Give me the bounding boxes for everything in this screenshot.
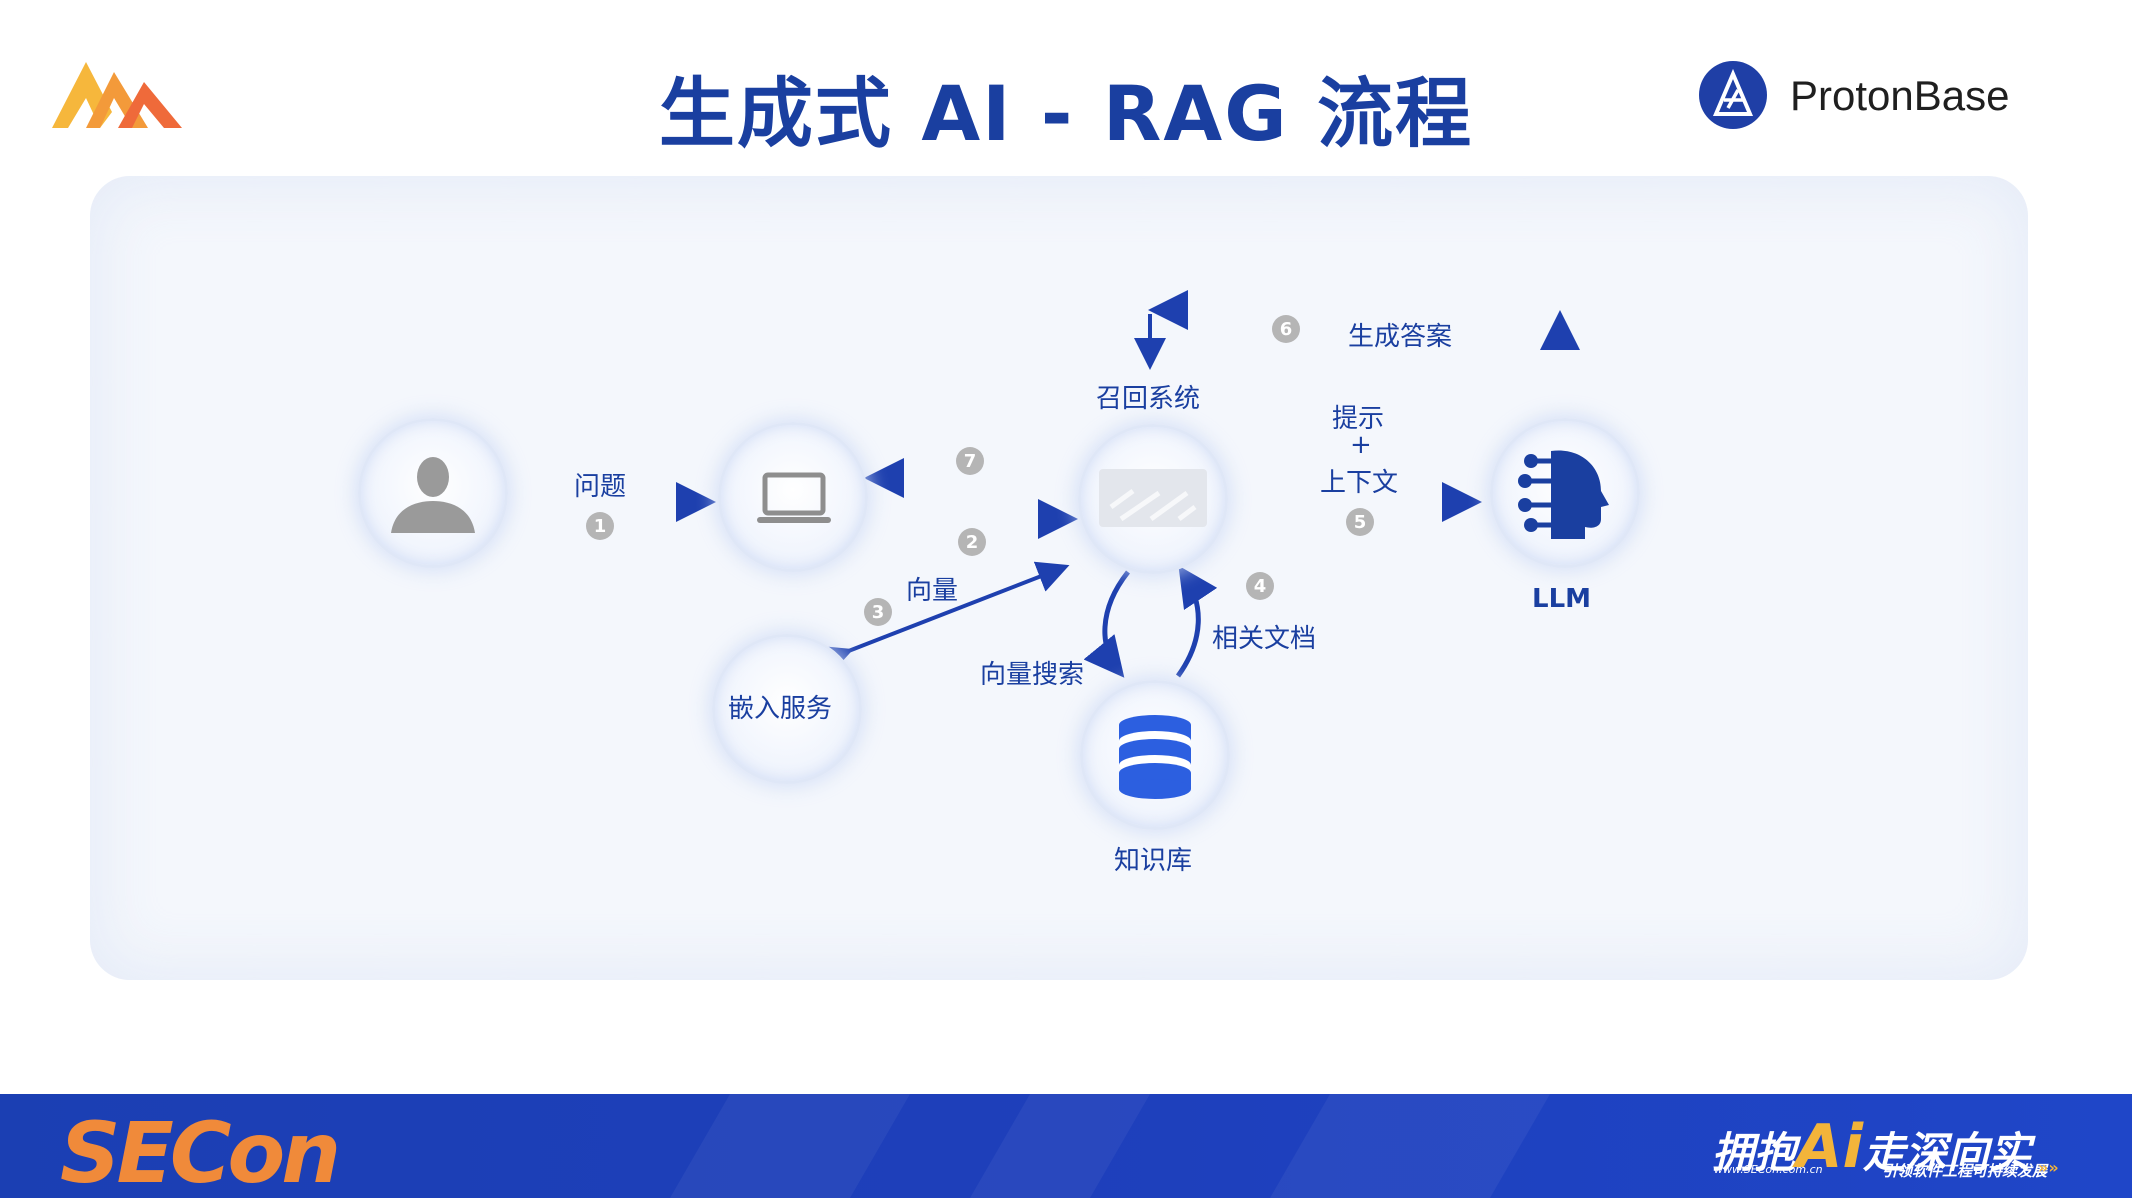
embedding-label: 嵌入服务 <box>728 694 833 724</box>
question-label: 问题 <box>574 472 627 502</box>
prompt-label-3: 上下文 <box>1320 468 1399 498</box>
slogan-url: www.SECon.com.cn <box>1714 1163 1823 1176</box>
slogan-left: 拥抱 <box>1712 1128 1797 1177</box>
user-icon <box>391 457 475 533</box>
conference-logo <box>52 60 182 128</box>
laptop-icon <box>757 472 831 523</box>
slogan-subtitle: 引领软件工程可持续发展 <box>1882 1162 2048 1180</box>
protonbase-logo-icon <box>1698 60 1768 130</box>
knowledge-base-node <box>1080 680 1230 830</box>
knowledge-base-label: 知识库 <box>1114 846 1193 876</box>
vector-label: 向量 <box>906 576 959 606</box>
ai-head-icon <box>1518 450 1609 539</box>
retrieval-node <box>1078 424 1228 574</box>
step-badge-4: 4 <box>1246 572 1274 600</box>
generate-answer-label: 生成答案 <box>1348 322 1453 352</box>
embedding-node <box>712 634 862 784</box>
prompt-label-1: 提示 <box>1332 404 1385 434</box>
slogan-ai: Ai <box>1796 1112 1864 1182</box>
llm-label: LLM <box>1532 584 1592 614</box>
related-docs-label: 相关文档 <box>1212 624 1317 654</box>
llm-node <box>1490 418 1640 568</box>
brand-name: ProtonBase <box>1790 72 2010 119</box>
page-title: 生成式 AI - RAG 流程 <box>658 69 1474 158</box>
arrow-vector-search <box>1083 570 1130 678</box>
slogan-right: 走深向实 <box>1863 1128 2032 1177</box>
step-badge-2: 2 <box>958 528 986 556</box>
footer-bar <box>0 1094 2132 1198</box>
retrieval-system-icon <box>1099 469 1207 527</box>
database-icon <box>1119 715 1191 799</box>
chevron-right-icon: »» <box>2038 1158 2059 1177</box>
arrow-related-docs <box>1175 565 1218 678</box>
app-node <box>718 422 868 572</box>
secon-logo: SECon <box>60 1104 341 1202</box>
step-badge-3: 3 <box>864 598 892 626</box>
vector-search-label: 向量搜索 <box>980 660 1085 690</box>
step-badge-5: 5 <box>1346 508 1374 536</box>
step-badge-7: 7 <box>956 447 984 475</box>
step-badge-1: 1 <box>586 512 614 540</box>
user-node <box>358 418 508 568</box>
slogan: 拥抱Ai走深向实 <box>1712 1112 2031 1182</box>
step-badge-6: 6 <box>1272 315 1300 343</box>
retrieval-label: 召回系统 <box>1096 384 1201 414</box>
arrow-vector <box>817 561 1070 676</box>
prompt-label-2: + <box>1350 430 1372 460</box>
